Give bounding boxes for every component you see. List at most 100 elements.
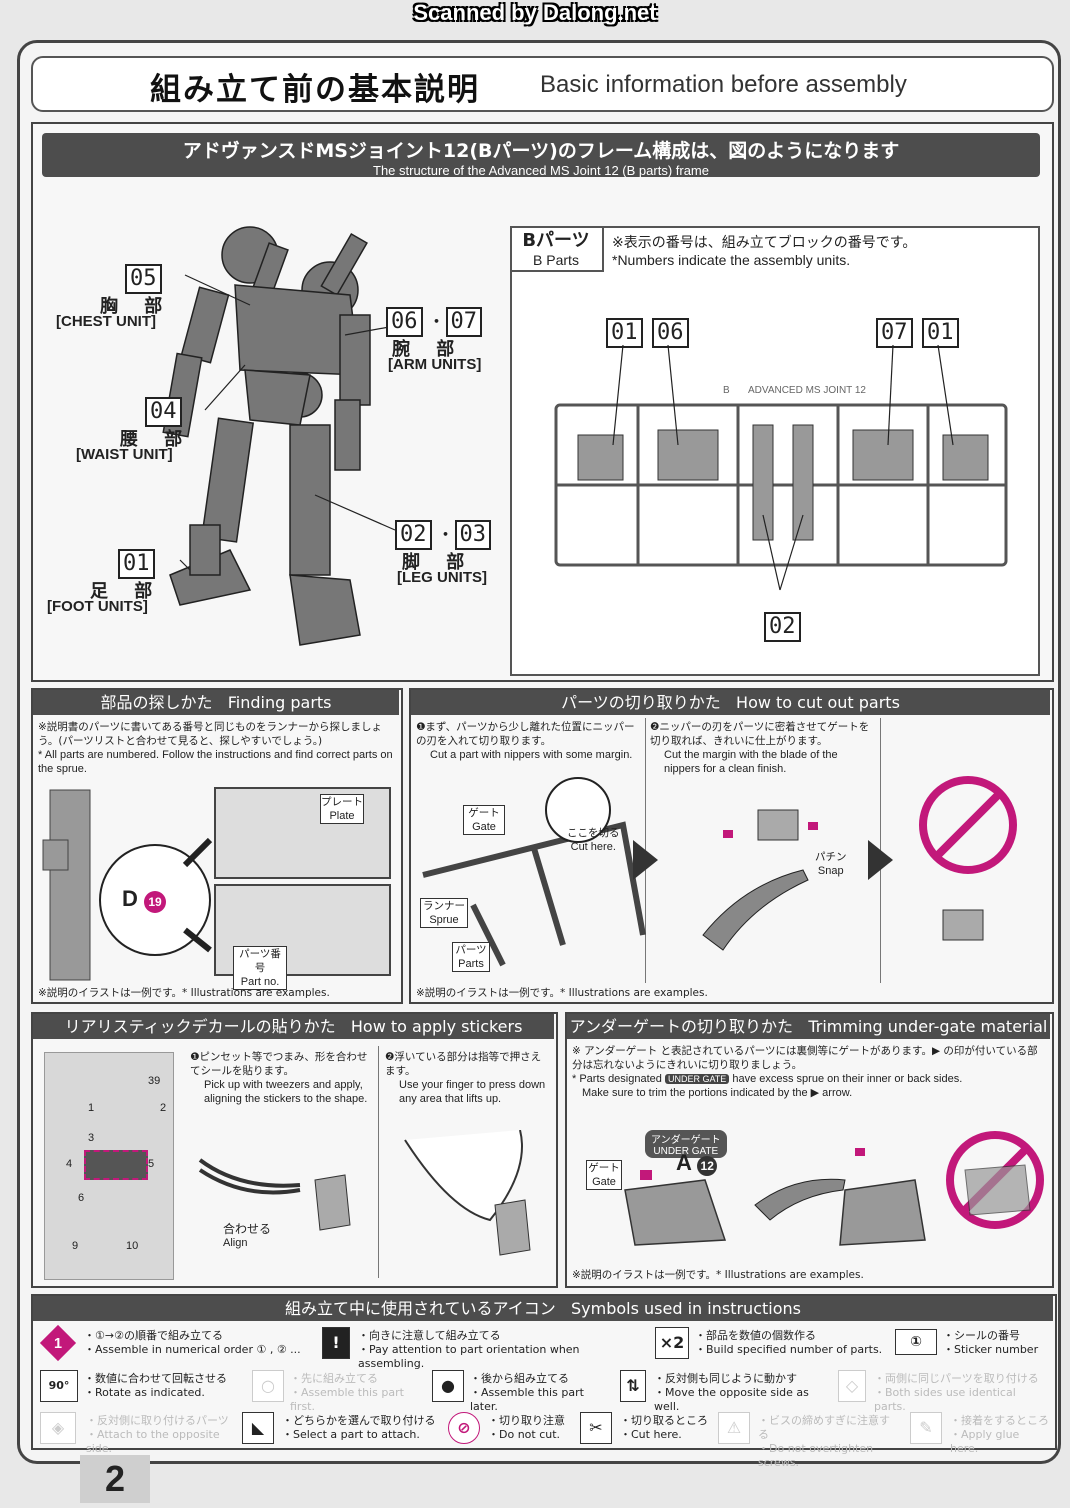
runner-text: ADVANCED MS JOINT 12 bbox=[748, 385, 866, 396]
symbol-glue: ✎ ・接着をするところ・Apply glue here. bbox=[910, 1412, 1050, 1455]
symbol-overtighten: ⚠ ・ビスの締めすぎに注意する・Do not overtighten screw… bbox=[718, 1412, 898, 1469]
symbol-jp: ・反対側に取り付けるパーツ bbox=[86, 1414, 229, 1427]
b-parts-runner-diagram: B ADVANCED MS JOINT 12 bbox=[554, 345, 1008, 591]
robot-frame-illustration bbox=[162, 226, 401, 646]
unit-number: 03 bbox=[454, 520, 492, 550]
runner-part-number: 01 bbox=[606, 318, 643, 348]
undergate-title-en: Trimming under-gate material bbox=[808, 1017, 1048, 1036]
symbol-en: ・Select a part to attach. bbox=[282, 1428, 420, 1441]
undergate-gate-callout: ゲート Gate bbox=[586, 1160, 622, 1190]
sticker-number: 1 bbox=[88, 1102, 95, 1114]
order-number-icon: 1 bbox=[39, 1324, 77, 1362]
prohibited-icon bbox=[946, 1131, 1044, 1229]
symbol-assemble-first: ○ ・先に組み立てる・Assemble this part first. bbox=[252, 1370, 422, 1413]
foot-units-label-en: [FOOT UNITS] bbox=[47, 598, 148, 615]
undergate-note-en1: * Parts designated bbox=[572, 1073, 662, 1085]
symbol-jp: ・部品を数値の個数作る bbox=[695, 1329, 816, 1342]
cutting-step1-en: Cut a part with nippers with some margin… bbox=[430, 749, 633, 761]
symbols-title-jp: 組み立て中に使用されているアイコン bbox=[285, 1299, 556, 1318]
sticker-number: 4 bbox=[66, 1158, 73, 1170]
frame-title-jp: アドヴァンスドMSジョイント12(Bパーツ)のフレーム構成は、図のようになります bbox=[182, 140, 900, 162]
cut-here-icon: ✂ bbox=[580, 1412, 612, 1444]
cutting-title-en: How to cut out parts bbox=[736, 693, 900, 712]
symbol-en: ・Assemble this part later. bbox=[470, 1386, 584, 1413]
finger-icon bbox=[404, 1130, 523, 1222]
stickers-step2-jp: ❷浮いている部分は指等で押さえます。 bbox=[385, 1051, 542, 1077]
symbol-en: ・Attach to the opposite side. bbox=[86, 1428, 220, 1455]
finding-footer: ※説明のイラストは一例です。* Illustrations are exampl… bbox=[38, 987, 330, 999]
sticker-number: 2 bbox=[160, 1102, 167, 1114]
runner-part-number: 06 bbox=[652, 318, 689, 348]
symbol-en: ・Apply glue here. bbox=[950, 1428, 1020, 1455]
undergate-tag: UNDER GATE bbox=[664, 1074, 730, 1084]
symbol-opposite-side: ◈ ・反対側に取り付けるパーツ・Attach to the opposite s… bbox=[40, 1412, 240, 1455]
frame-title-en: The structure of the Advanced MS Joint 1… bbox=[373, 163, 709, 178]
unit-number: 02 bbox=[395, 520, 432, 550]
symbol-jp: ・両側に同じパーツを取り付ける bbox=[874, 1372, 1039, 1385]
symbol-jp: ・ビスの締めすぎに注意する bbox=[758, 1414, 890, 1441]
finding-note-jp: ※説明書のパーツに書いてある番号と同じものをランナーから探しましょう。(パーツリ… bbox=[38, 721, 382, 747]
runner-part-number: 02 bbox=[764, 612, 801, 642]
stickers-step1-jp: ❶ピンセット等でつまみ、形を合わせてシールを貼ります。 bbox=[190, 1051, 368, 1077]
plate-label-en: Plate bbox=[329, 810, 355, 822]
part-number-label-en: Part no. bbox=[240, 976, 280, 988]
undergate-part-letter: A bbox=[676, 1150, 692, 1175]
arrow-icon bbox=[868, 840, 893, 880]
symbol-en: ・Cut here. bbox=[620, 1428, 682, 1441]
prohibited-icon bbox=[919, 776, 1017, 874]
sticker-application-illustration bbox=[198, 1130, 531, 1256]
part-number-callout: パーツ番号 Part no. bbox=[233, 946, 287, 990]
symbol-numerical-order: 1 ・①→②の順番で組み立てる・Assemble in numerical or… bbox=[39, 1324, 310, 1362]
undergate-label: アンダーゲート UNDER GATE bbox=[645, 1130, 727, 1158]
symbol-jp: ・反対側も同じように動かす bbox=[654, 1372, 797, 1385]
parts-callout: パーツ Parts bbox=[452, 942, 490, 972]
foot-units-label-jp: 足 部 bbox=[90, 581, 163, 602]
stickers-title-jp: リアリスティックデカールの貼りかた bbox=[64, 1017, 336, 1036]
symbol-jp: ・先に組み立てる bbox=[290, 1372, 378, 1385]
cutting-illustration bbox=[422, 776, 1017, 967]
symbol-en: ・Do not cut. bbox=[488, 1428, 561, 1441]
move-opposite-icon: ⇅ bbox=[620, 1370, 646, 1402]
finding-note-en: * All parts are numbered. Follow the ins… bbox=[38, 749, 393, 775]
leg-units-label-jp: 脚 部 bbox=[402, 552, 475, 573]
sticker-number: 5 bbox=[148, 1158, 155, 1170]
cutting-step2-en: Cut the margin with the blade of the nip… bbox=[664, 749, 838, 775]
sticker-number: 10 bbox=[126, 1240, 139, 1252]
undergate-title-jp: アンダーゲートの切り取りかた bbox=[569, 1017, 794, 1036]
cutting-header: パーツの切り取りかた How to cut out parts bbox=[411, 690, 1050, 715]
undergate-part-number: 12 bbox=[697, 1156, 718, 1176]
unit-number: 05 bbox=[125, 264, 162, 294]
symbol-sticker-number: ① ・シールの番号・Sticker number bbox=[895, 1327, 1045, 1361]
page-title-jp: 組み立て前の基本説明 bbox=[150, 72, 480, 108]
symbol-jp: ・シールの番号 bbox=[943, 1329, 1020, 1342]
chest-unit-label-jp: 胸 部 bbox=[100, 296, 173, 317]
finding-parts-header: 部品の探しかた Finding parts bbox=[33, 690, 399, 715]
symbol-multiply: ×2 ・部品を数値の個数作る・Build specified number of… bbox=[655, 1327, 885, 1361]
b-parts-tag: Bパーツ B Parts bbox=[510, 226, 604, 272]
waist-unit-label-jp: 腰 部 bbox=[120, 429, 193, 450]
symbol-jp: ・切り取り注意 bbox=[488, 1414, 565, 1427]
sticker-number: 3 bbox=[88, 1132, 95, 1144]
cutting-title-jp: パーツの切り取りかた bbox=[561, 693, 721, 712]
do-not-cut-icon: ⊘ bbox=[448, 1412, 480, 1444]
plate-callout: プレート Plate bbox=[320, 794, 364, 824]
undergate-illustration bbox=[624, 1131, 1044, 1246]
arm-units-label-jp: 腕 部 bbox=[392, 339, 465, 360]
stickers-title-en: How to apply stickers bbox=[350, 1017, 523, 1036]
symbol-en: ・Sticker number bbox=[943, 1343, 1039, 1356]
symbol-en: ・Do not overtighten screws. bbox=[758, 1442, 874, 1469]
watermark: Scanned by Dalong.net bbox=[413, 0, 657, 25]
leg-units-label-en: [LEG UNITS] bbox=[397, 569, 487, 586]
plate-label-jp: プレート bbox=[321, 796, 363, 808]
cut-here-label: ここを切る Cut here. bbox=[567, 827, 620, 853]
symbol-en: ・Assemble this part first. bbox=[290, 1386, 404, 1413]
runner-code: B bbox=[723, 385, 730, 396]
select-part-icon: ◣ bbox=[242, 1412, 274, 1444]
sprue-callout: ランナー Sprue bbox=[420, 898, 468, 928]
symbol-orientation: ! ・向きに注意して組み立てる・Pay attention to part or… bbox=[322, 1327, 647, 1370]
sticker-number: 9 bbox=[72, 1240, 79, 1252]
screw-warning-icon: ⚠ bbox=[718, 1412, 750, 1444]
symbol-select-part: ◣ ・どちらかを選んで取り付ける・Select a part to attach… bbox=[242, 1412, 442, 1446]
sticker-number-icon: ① bbox=[895, 1329, 937, 1355]
symbol-en: ・Rotate as indicated. bbox=[84, 1386, 205, 1399]
